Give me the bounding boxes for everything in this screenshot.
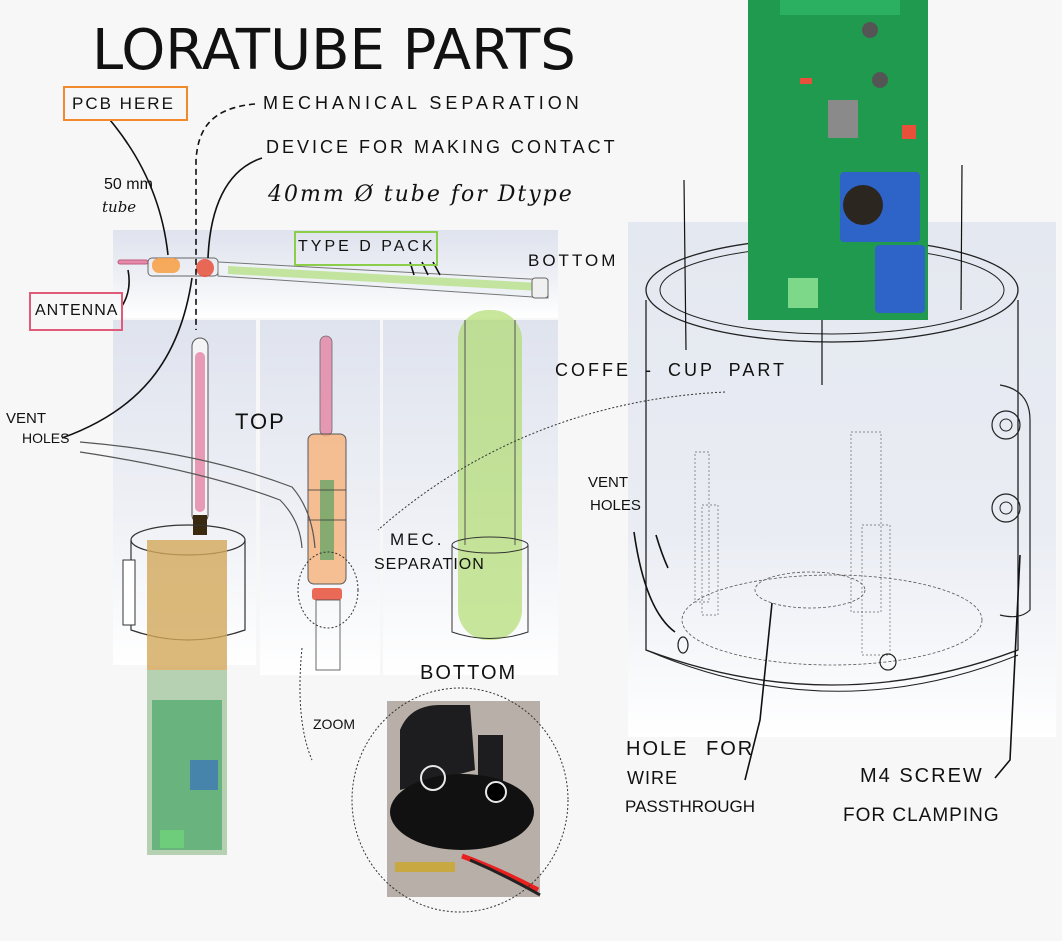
- annotation-arrows: [61, 103, 1021, 781]
- vent-hole-pointers: [79, 441, 316, 549]
- label-type-d-pack: TYPE D PACK: [298, 238, 436, 255]
- side-contact-highlight: [196, 259, 214, 277]
- label-50mm-line2: tube: [102, 198, 137, 216]
- battery-highlight: [458, 310, 522, 640]
- pcb-assembly: [297, 335, 359, 671]
- pcb-photo: [748, 0, 928, 320]
- top-assembly: [122, 337, 246, 855]
- label-device-contact: DEVICE FOR MAKING CONTACT: [266, 137, 618, 157]
- label-top: TOP: [235, 409, 286, 434]
- label-40mm-tube: 40mm Ø tube for Dtype: [268, 182, 574, 207]
- dotted-pointers: [299, 391, 726, 761]
- coffee-cup-part: [645, 164, 1031, 692]
- label-pcb-here: PCB HERE: [72, 94, 175, 113]
- side-pcb-highlight: [152, 258, 180, 273]
- contact-highlight: [312, 588, 342, 600]
- label-mec-separation-2: SEPARATION: [374, 556, 485, 573]
- side-battery-pack: [228, 266, 540, 291]
- fram-breakout: [875, 245, 925, 313]
- label-m4-screw-2: FOR CLAMPING: [843, 805, 1000, 826]
- side-view-tube: [117, 257, 549, 299]
- label-50mm-line1: 50 mm: [104, 176, 153, 193]
- battery-assembly: [451, 310, 529, 640]
- label-hole-wire-3: PASSTHROUGH: [625, 797, 756, 816]
- label-bottom-side: BOTTOM: [528, 251, 619, 270]
- label-mechanical-separation: MECHANICAL SEPARATION: [263, 93, 583, 113]
- label-zoom: ZOOM: [313, 716, 355, 732]
- label-vent-holes-left-1: VENT: [6, 410, 47, 427]
- label-hole-wire-2: WIRE: [627, 768, 678, 788]
- label-m4-screw-1: M4 SCREW: [860, 765, 984, 787]
- zoom-photo: [387, 701, 541, 897]
- type-d-pack-box: [294, 231, 438, 266]
- page-title: LORATUBE PARTS: [92, 18, 576, 83]
- label-vent-holes-right-1: VENT: [588, 474, 629, 491]
- label-antenna: ANTENNA: [35, 302, 119, 319]
- pcb-here-box: [63, 86, 188, 121]
- label-hole-wire-1: HOLE FOR: [626, 738, 755, 760]
- label-vent-holes-left-2: HOLES: [22, 430, 70, 446]
- label-bottom-photo: BOTTOM: [420, 662, 518, 684]
- label-vent-holes-right-2: HOLES: [590, 497, 641, 514]
- side-antenna: [117, 259, 149, 265]
- label-coffee-cup-part: COFFE - CUP PART: [555, 360, 788, 380]
- zoom-circle: [297, 551, 359, 629]
- label-mec-separation-1: MEC.: [390, 530, 445, 549]
- terminal-block: [788, 278, 818, 308]
- antenna-highlight: [195, 352, 205, 512]
- antenna-box: [29, 292, 123, 331]
